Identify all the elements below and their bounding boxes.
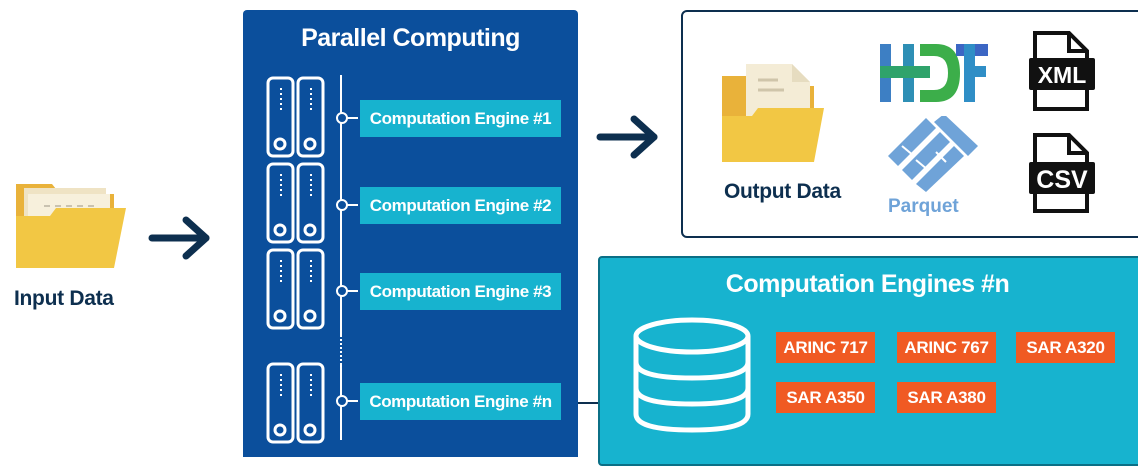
engine-rail-dotted: [340, 335, 342, 365]
tag-sar-a380: SAR A380: [897, 382, 996, 413]
connector-node: [336, 199, 348, 211]
engine-n-link-line: [578, 402, 600, 404]
output-data-label: Output Data: [724, 180, 841, 203]
parquet-label: Parquet: [888, 196, 959, 217]
parallel-computing-title: Parallel Computing: [301, 24, 520, 52]
server-icon: [266, 76, 325, 158]
connector-node: [336, 285, 348, 297]
csv-file-icon: CSV: [1029, 133, 1095, 213]
tag-sar-a320: SAR A320: [1016, 332, 1115, 363]
engine-connector: [340, 290, 358, 292]
tag-sar-a350: SAR A350: [776, 382, 875, 413]
arrow-right-icon: [596, 115, 658, 159]
computation-engine-3: Computation Engine #3: [360, 273, 561, 310]
connector-node: [336, 112, 348, 124]
tag-arinc-767: ARINC 767: [897, 332, 996, 363]
connector-node: [336, 395, 348, 407]
xml-file-label: XML: [1038, 62, 1087, 88]
server-icon: [266, 162, 325, 244]
computation-engines-n-panel: Computation Engines #n ARINC 717 ARINC 7…: [598, 256, 1138, 466]
engine-connector: [340, 117, 358, 119]
xml-file-icon: XML: [1029, 31, 1095, 111]
computation-engine-1: Computation Engine #1: [360, 100, 561, 137]
computation-engine-2: Computation Engine #2: [360, 187, 561, 224]
computation-engines-n-title: Computation Engines #n: [725, 270, 1010, 298]
parallel-computing-panel: Parallel Computing: [243, 10, 578, 457]
csv-file-label: CSV: [1036, 166, 1088, 194]
hdf-logo: [880, 44, 988, 102]
input-data-label: Input Data: [14, 287, 114, 310]
computation-engine-n: Computation Engine #n: [360, 383, 561, 420]
output-folder-icon: [722, 64, 824, 162]
arrow-right-icon: [148, 216, 210, 260]
engine-connector: [340, 204, 358, 206]
engine-connector: [340, 400, 358, 402]
server-icon: [266, 362, 325, 444]
tag-arinc-717: ARINC 717: [776, 332, 875, 363]
input-folder-icon: [16, 184, 126, 268]
server-icon: [266, 248, 325, 330]
database-icon: [633, 317, 751, 433]
parquet-logo: [888, 116, 978, 192]
